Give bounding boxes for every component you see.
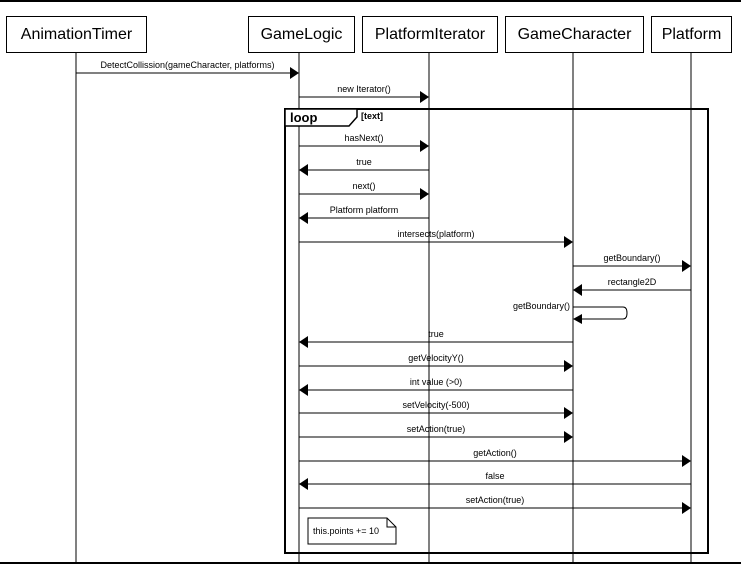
self-call-loop: [573, 306, 628, 320]
bottom-border: [0, 562, 741, 564]
message-label: true: [428, 329, 444, 339]
participant-box-iter: [362, 16, 498, 53]
participant-box-logic: [248, 16, 355, 53]
arrowhead: [682, 260, 691, 272]
message-2: new Iterator(): [299, 84, 429, 103]
message-label: rectangle2D: [608, 277, 657, 287]
message-label: int value (>0): [410, 377, 462, 387]
message-label: setVelocity(-500): [402, 400, 469, 410]
participant-label-plat: Platform: [662, 26, 722, 43]
message-1: DetectCollission(gameCharacter, platform…: [76, 60, 299, 79]
message-4: true: [299, 157, 429, 176]
message-9: rectangle2D: [573, 277, 691, 296]
loop-tab: [284, 108, 358, 127]
arrowhead: [682, 502, 691, 514]
message-3: hasNext(): [299, 133, 429, 152]
message-label: getVelocityY(): [408, 353, 464, 363]
message-7: intersects(platform): [299, 229, 573, 248]
message-label: getBoundary(): [603, 253, 660, 263]
arrowhead: [564, 407, 573, 419]
note: this.points += 10: [307, 517, 397, 545]
message-label: setAction(true): [466, 495, 525, 505]
arrowhead: [420, 140, 429, 152]
message-label: Platform platform: [330, 205, 399, 215]
message-label: getBoundary(): [513, 301, 570, 311]
message-label: DetectCollission(gameCharacter, platform…: [100, 60, 274, 70]
message-label: false: [485, 471, 504, 481]
message-18: setAction(true): [299, 495, 691, 514]
message-14: setVelocity(-500): [299, 400, 573, 419]
participant-label-logic: GameLogic: [261, 26, 343, 43]
message-label: next(): [352, 181, 375, 191]
loop-guard: [text]: [361, 111, 383, 121]
arrowhead: [420, 188, 429, 200]
top-border: [0, 0, 741, 2]
message-15: setAction(true): [299, 424, 573, 443]
message-16: getAction(): [299, 448, 691, 467]
arrowhead: [290, 67, 299, 79]
message-label: new Iterator(): [337, 84, 391, 94]
message-label: getAction(): [473, 448, 517, 458]
participant-box-char: [505, 16, 644, 53]
arrowhead: [573, 314, 582, 324]
message-11: true: [299, 329, 573, 348]
message-label: true: [356, 157, 372, 167]
participant-box-plat: [651, 16, 732, 53]
message-6: Platform platform: [299, 205, 429, 224]
message-12: getVelocityY(): [299, 353, 573, 372]
arrowhead: [564, 236, 573, 248]
arrowhead: [564, 431, 573, 443]
arrowhead: [682, 455, 691, 467]
arrowhead: [564, 360, 573, 372]
message-label: intersects(platform): [397, 229, 474, 239]
message-5: next(): [299, 181, 429, 200]
arrowhead: [299, 336, 308, 348]
arrowhead: [420, 91, 429, 103]
message-13: int value (>0): [299, 377, 573, 396]
message-label: setAction(true): [407, 424, 466, 434]
arrowhead: [299, 384, 308, 396]
arrowhead: [573, 284, 582, 296]
participant-label-timer: AnimationTimer: [21, 26, 133, 43]
loop-frame: [284, 108, 709, 554]
participant-box-timer: [6, 16, 147, 53]
note-fold: [386, 518, 396, 528]
message-label: hasNext(): [344, 133, 383, 143]
message-8: getBoundary(): [573, 253, 691, 272]
message-17: false: [299, 471, 691, 490]
note-shape: [307, 517, 397, 545]
arrowhead: [299, 164, 308, 176]
loop-keyword: loop: [290, 110, 317, 125]
participant-label-iter: PlatformIterator: [375, 26, 486, 43]
arrowhead: [299, 478, 308, 490]
note-text: this.points += 10: [313, 526, 379, 536]
message-10: getBoundary(): [513, 301, 628, 324]
participant-label-char: GameCharacter: [518, 26, 632, 43]
arrowhead: [299, 212, 308, 224]
